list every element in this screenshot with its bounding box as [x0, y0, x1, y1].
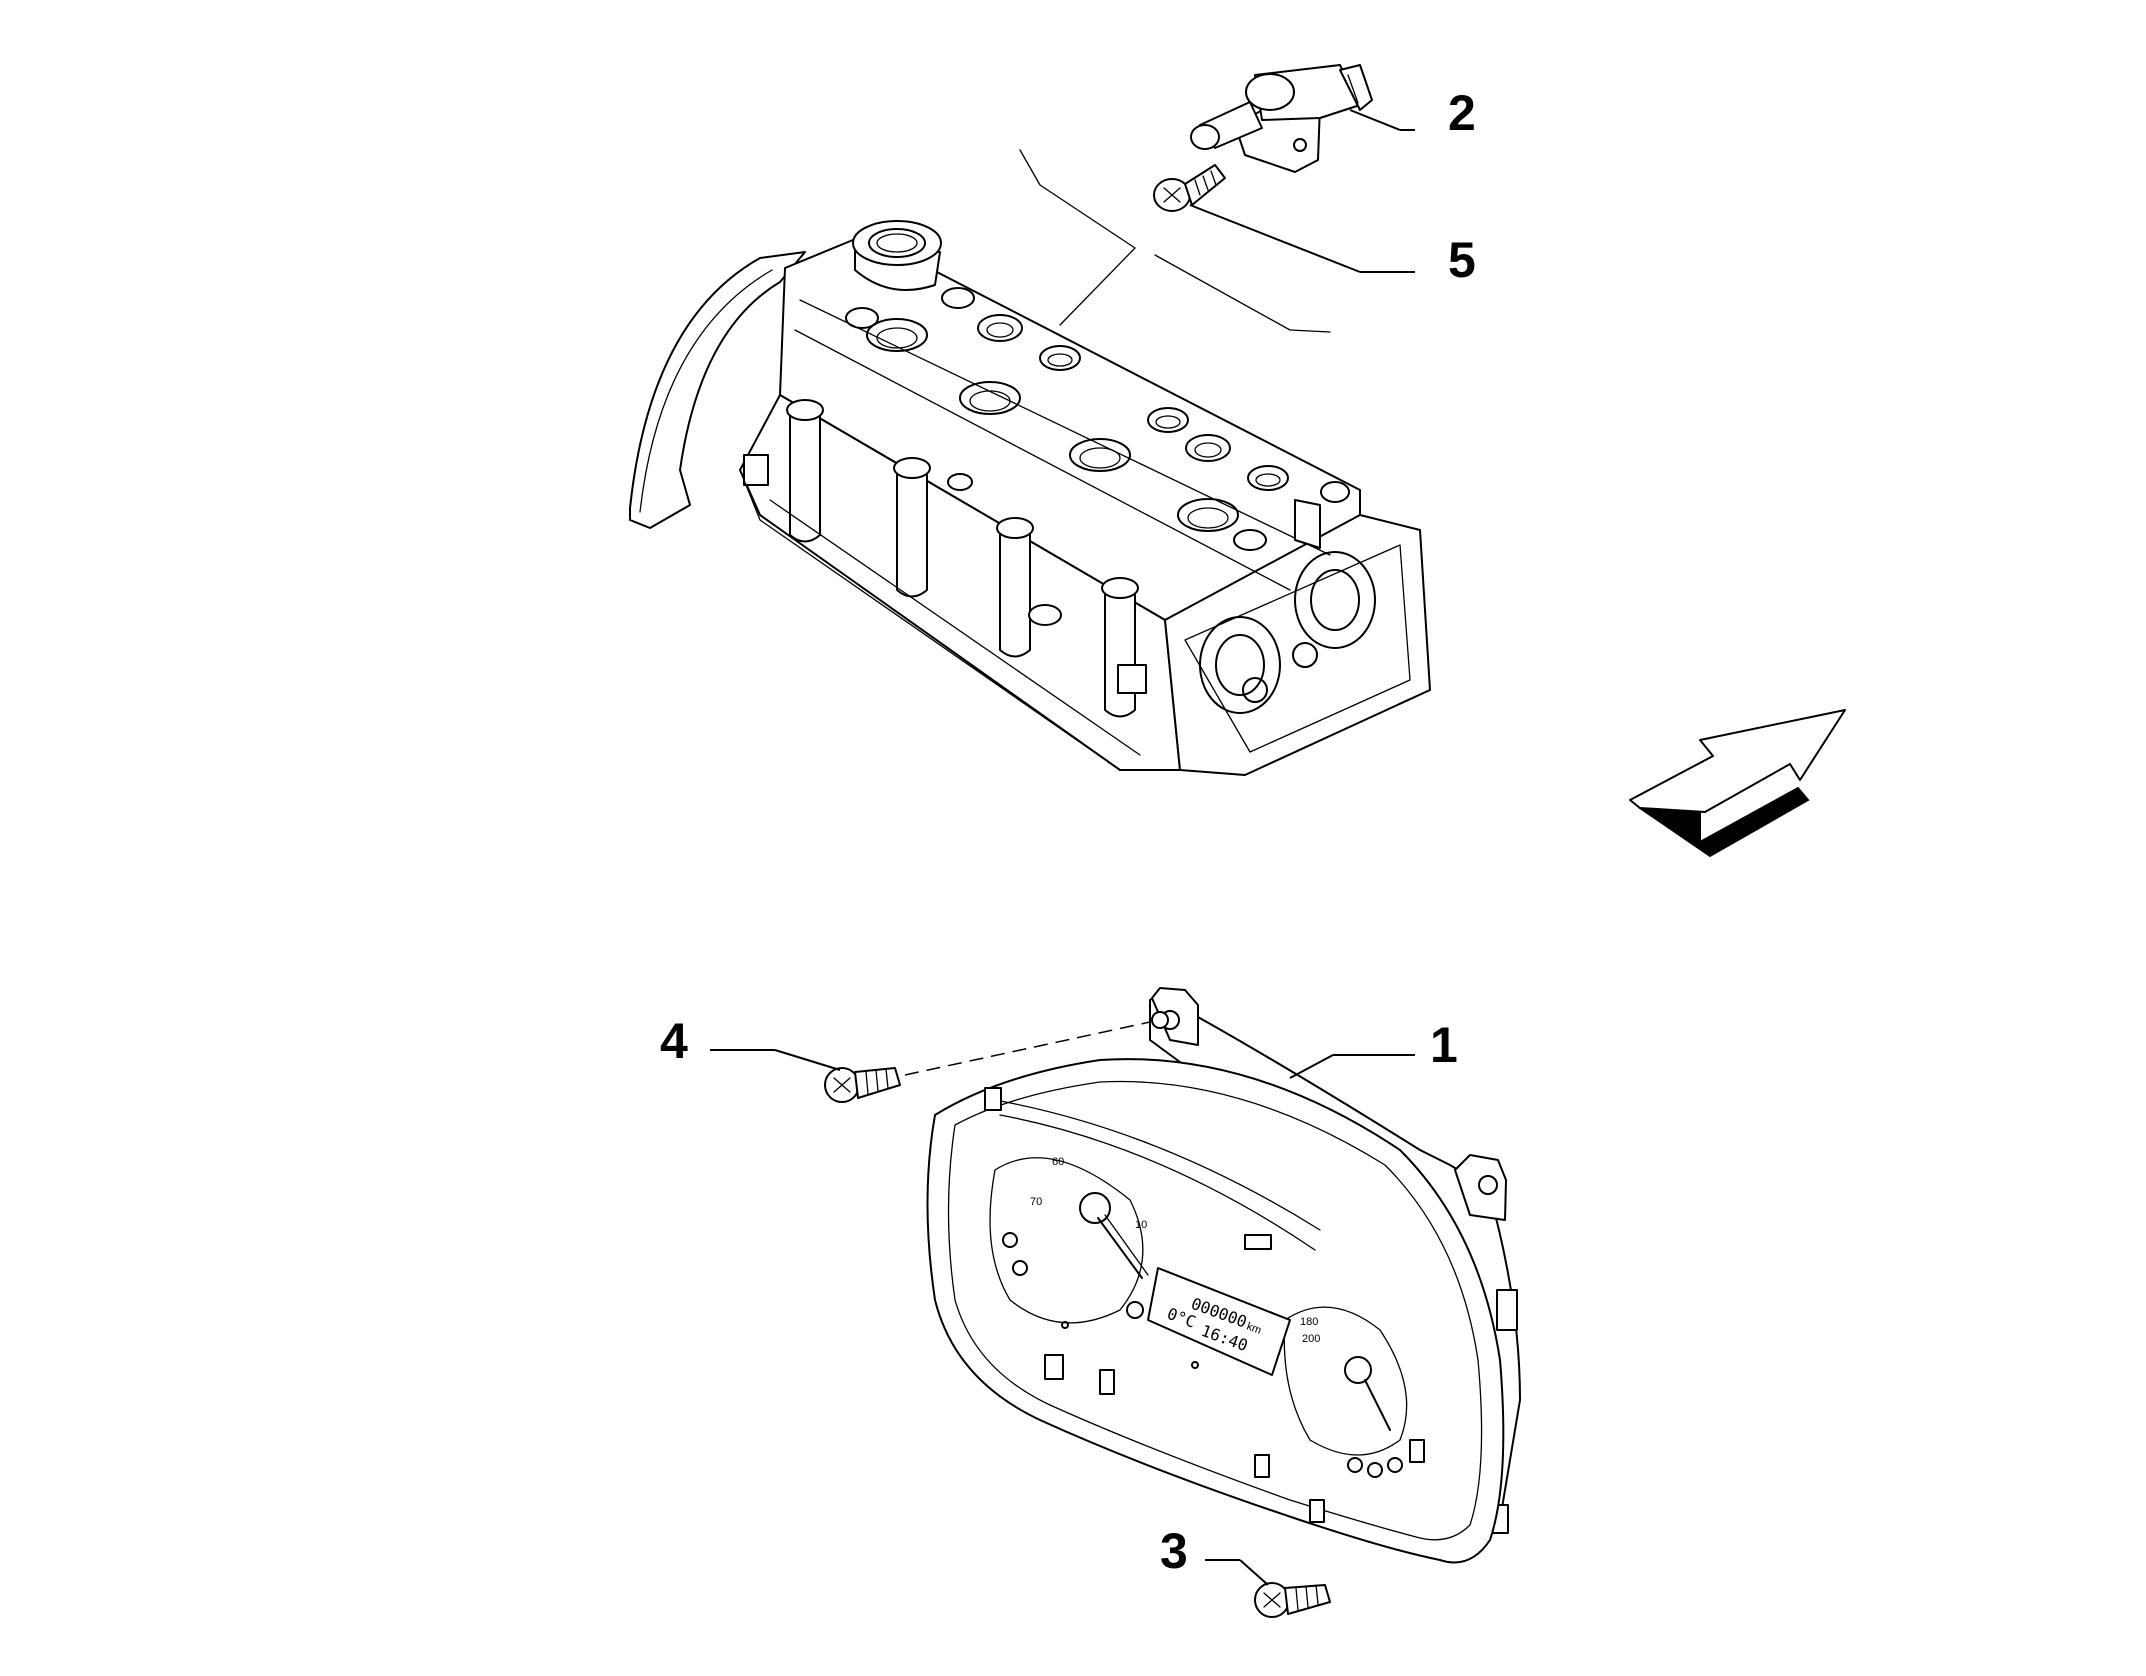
callout-1: 1: [1430, 1017, 1458, 1073]
callout-4: 4: [660, 1013, 688, 1069]
gauge-label-180: 180: [1300, 1316, 1318, 1328]
gauge-label-10: 10: [1135, 1219, 1147, 1231]
gauge-label-60: 60: [1052, 1156, 1064, 1168]
sensor-part-2: [1190, 64, 1373, 173]
callout-3: 3: [1160, 1523, 1188, 1579]
direction-arrow: [1629, 709, 1846, 858]
top-assembly-lines: [1019, 149, 1331, 333]
screw-part-5: [1153, 164, 1226, 212]
callout-2: 2: [1448, 85, 1476, 141]
leader-5: [1189, 204, 1361, 273]
top-face-holes: [845, 287, 1289, 551]
assembly-dashed-line: [904, 1021, 1151, 1076]
screw-part-4: [824, 1067, 901, 1103]
gauge-label-200: 200: [1302, 1333, 1320, 1345]
gauge-label-70: 70: [1030, 1196, 1042, 1208]
callout-5: 5: [1448, 232, 1476, 288]
cylinder-head: [629, 220, 1431, 776]
lcd-unit: km: [1245, 1321, 1263, 1337]
leader-2: [1349, 109, 1401, 131]
instrument-cluster: 000000 km 0°C 16:40 60 70 10 180 200: [926, 987, 1521, 1564]
screw-part-3: [1254, 1582, 1331, 1618]
leader-1: [1289, 1054, 1334, 1079]
oil-filler-boss: [852, 220, 942, 291]
